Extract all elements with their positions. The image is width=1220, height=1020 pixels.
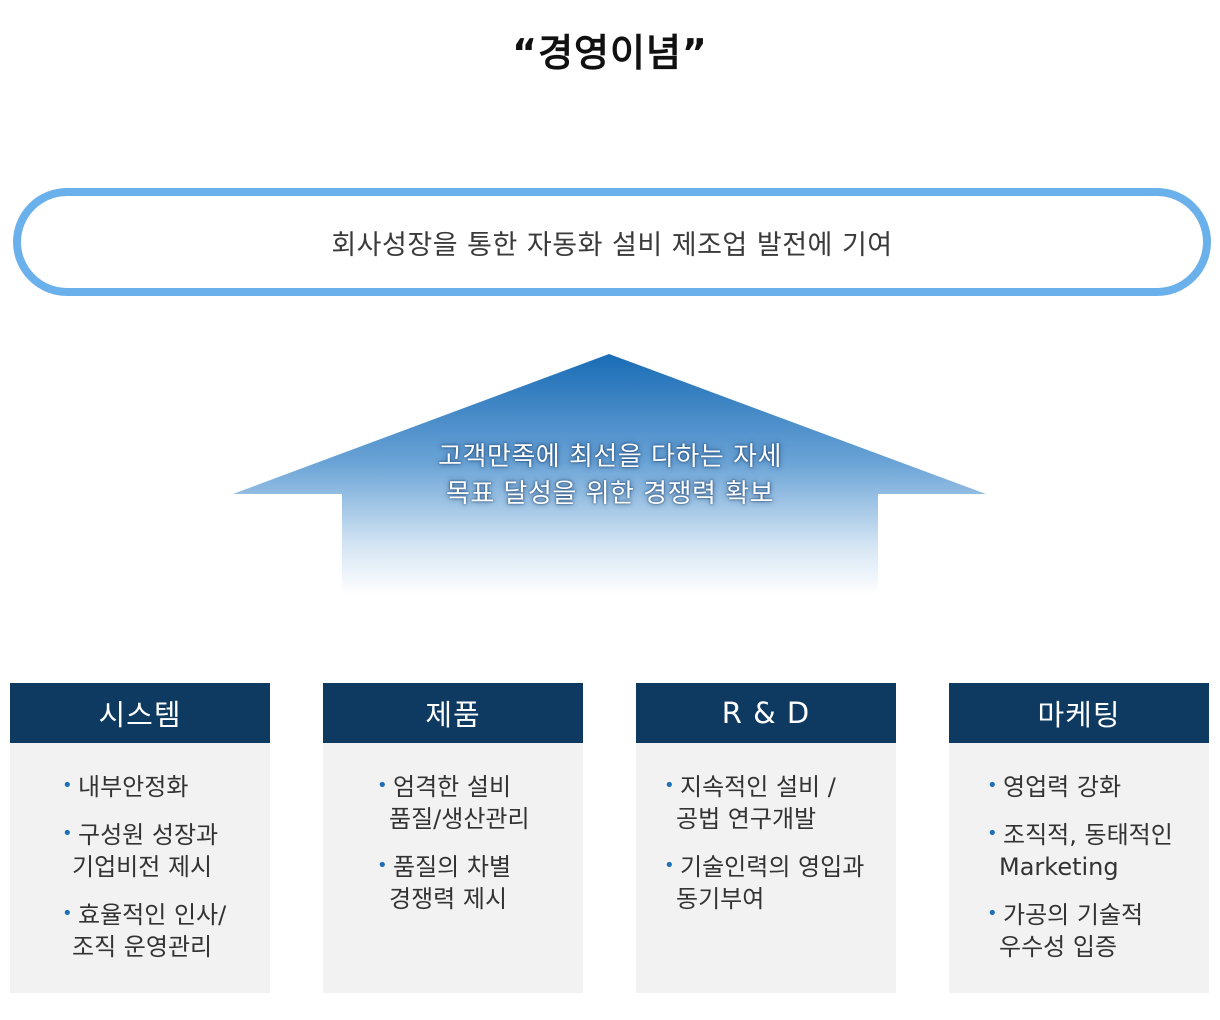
- list-item-line: 엄격한 설비: [393, 773, 512, 801]
- column-list: • 영업력 강화 • 조직적, 동태적인 Marketing • 가공의 기술적…: [949, 771, 1209, 963]
- list-item-line: 공법 연구개발: [676, 805, 817, 833]
- list-item-line: 조직적, 동태적인: [1003, 821, 1173, 849]
- mission-text: 회사성장을 통한 자동화 설비 제조업 발전에 기여: [331, 229, 893, 261]
- list-item-line: 지속적인 설비 /: [680, 773, 836, 801]
- list-item-line: 구성원 성장과: [78, 821, 219, 849]
- list-item: • 효율적인 인사/ 조직 운영관리: [62, 899, 270, 963]
- bullet-icon: •: [987, 903, 998, 924]
- list-item-line: Marketing: [999, 853, 1119, 881]
- list-item-line: 동기부여: [676, 885, 765, 913]
- bullet-icon: •: [987, 823, 998, 844]
- list-item: • 가공의 기술적 우수성 입증: [987, 899, 1209, 963]
- list-item: • 지속적인 설비 / 공법 연구개발: [664, 771, 896, 835]
- list-item: • 기술인력의 영입과 동기부여: [664, 851, 896, 915]
- column-body: • 지속적인 설비 / 공법 연구개발 • 기술인력의 영입과 동기부여: [636, 743, 896, 993]
- list-item-line: 효율적인 인사/: [78, 901, 227, 929]
- list-item: • 조직적, 동태적인 Marketing: [987, 819, 1209, 883]
- column-body: • 엄격한 설비 품질/생산관리 • 품질의 차별 경쟁력 제시: [323, 743, 583, 993]
- list-item-line: 기술인력의 영입과: [680, 853, 865, 881]
- list-item-line: 우수성 입증: [999, 933, 1118, 961]
- list-item-line: 경쟁력 제시: [389, 885, 508, 913]
- up-arrow: [233, 354, 986, 595]
- bullet-icon: •: [377, 855, 388, 876]
- list-item-line: 영업력 강화: [1003, 773, 1122, 801]
- list-item: • 내부안정화: [62, 771, 270, 803]
- list-item-line: 품질/생산관리: [389, 805, 530, 833]
- list-item: • 엄격한 설비 품질/생산관리: [377, 771, 583, 835]
- column-header: 마케팅: [949, 683, 1209, 743]
- list-item: • 구성원 성장과 기업비전 제시: [62, 819, 270, 883]
- column-list: • 지속적인 설비 / 공법 연구개발 • 기술인력의 영입과 동기부여: [636, 771, 896, 915]
- bullet-icon: •: [664, 775, 675, 796]
- column-system: 시스템 • 내부안정화 • 구성원 성장과 기업비전 제시 • 효율적인 인사/…: [10, 683, 270, 993]
- list-item-line: 기업비전 제시: [72, 853, 213, 881]
- bullet-icon: •: [664, 855, 675, 876]
- list-item: • 영업력 강화: [987, 771, 1209, 803]
- list-item-line: 내부안정화: [78, 773, 189, 801]
- bullet-icon: •: [62, 823, 73, 844]
- list-item: • 품질의 차별 경쟁력 제시: [377, 851, 583, 915]
- column-body: • 내부안정화 • 구성원 성장과 기업비전 제시 • 효율적인 인사/ 조직 …: [10, 743, 270, 993]
- column-list: • 엄격한 설비 품질/생산관리 • 품질의 차별 경쟁력 제시: [323, 771, 583, 915]
- column-rnd: R & D • 지속적인 설비 / 공법 연구개발 • 기술인력의 영입과 동기…: [636, 683, 896, 993]
- page-title: “경영이념”: [512, 31, 708, 75]
- column-list: • 내부안정화 • 구성원 성장과 기업비전 제시 • 효율적인 인사/ 조직 …: [10, 771, 270, 963]
- arrow-text-line-2: 목표 달성을 위한 경쟁력 확보: [445, 479, 775, 509]
- column-header: 제품: [323, 683, 583, 743]
- bullet-icon: •: [62, 775, 73, 796]
- bullet-icon: •: [987, 775, 998, 796]
- arrow-text-line-1: 고객만족에 최선을 다하는 자세: [438, 442, 782, 472]
- list-item-line: 가공의 기술적: [1003, 901, 1144, 929]
- list-item-line: 조직 운영관리: [72, 933, 213, 961]
- column-body: • 영업력 강화 • 조직적, 동태적인 Marketing • 가공의 기술적…: [949, 743, 1209, 993]
- list-item-line: 품질의 차별: [393, 853, 512, 881]
- column-marketing: 마케팅 • 영업력 강화 • 조직적, 동태적인 Marketing • 가공의…: [949, 683, 1209, 993]
- mission-pill: 회사성장을 통한 자동화 설비 제조업 발전에 기여: [13, 188, 1211, 296]
- column-header: R & D: [636, 683, 896, 743]
- bullet-icon: •: [62, 903, 73, 924]
- column-header: 시스템: [10, 683, 270, 743]
- up-arrow-shape: [233, 354, 986, 595]
- bullet-icon: •: [377, 775, 388, 796]
- column-product: 제품 • 엄격한 설비 품질/생산관리 • 품질의 차별 경쟁력 제시: [323, 683, 583, 993]
